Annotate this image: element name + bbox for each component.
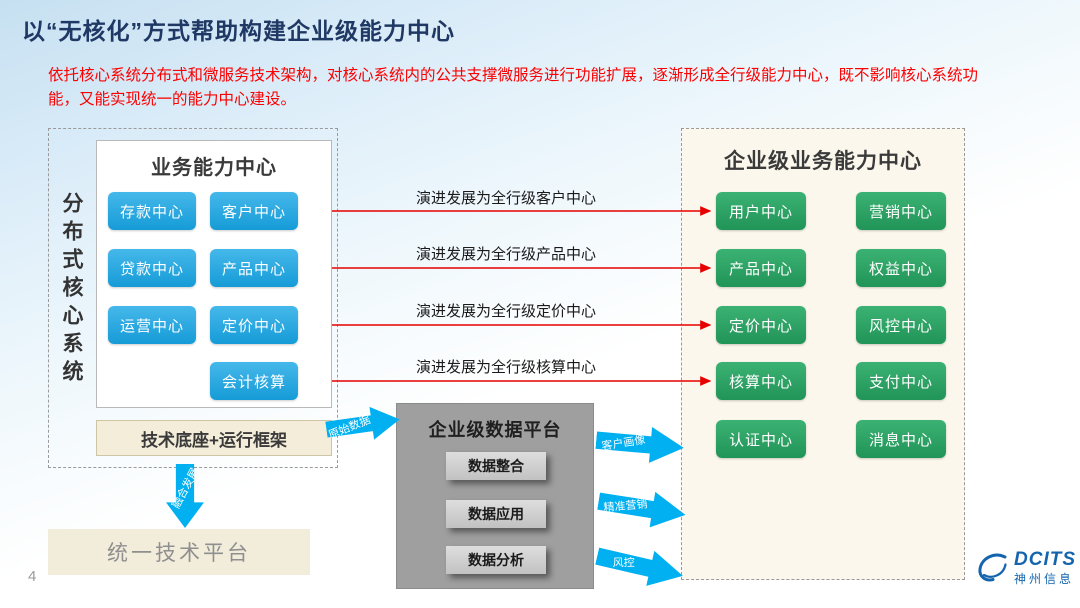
center-pricing: 定价中心 [210, 306, 298, 344]
ent-center-product: 产品中心 [716, 249, 806, 287]
center-operations: 运营中心 [108, 306, 196, 344]
core-system-vertical-label: 分布式核心系统 [60, 192, 83, 388]
risk-control-arrow-label: 风控 [612, 557, 635, 570]
center-customer: 客户中心 [210, 192, 298, 230]
business-center-title: 业务能力中心 [151, 157, 277, 179]
data-analysis-box: 数据分析 [446, 546, 546, 574]
dcits-swoosh-icon [978, 553, 1007, 582]
ent-center-payment: 支付中心 [856, 362, 946, 400]
slide-subtitle: 依托核心系统分布式和微服务技术架构，对核心系统内的公共支撑微服务进行功能扩展，逐… [48, 67, 979, 109]
ent-center-accounting: 核算中心 [716, 362, 806, 400]
center-deposit: 存款中心 [108, 192, 196, 230]
risk-control-arrow: 风控 [593, 539, 687, 594]
fusion-development-arrow: 融合发展 [166, 464, 204, 528]
tech-base-box: 技术底座+运行框架 [96, 420, 332, 456]
logo-company-text: 神州信息 [1014, 571, 1075, 586]
data-application-box: 数据应用 [446, 500, 546, 528]
ent-center-user: 用户中心 [716, 192, 806, 230]
center-loan: 贷款中心 [108, 249, 196, 287]
evolution-label-customer: 演进发展为全行级客户中心 [415, 190, 596, 207]
unified-tech-platform-box: 统一技术平台 [48, 529, 310, 575]
evolution-label-pricing: 演进发展为全行级定价中心 [415, 303, 596, 320]
evolution-label-product: 演进发展为全行级产品中心 [415, 246, 596, 263]
data-platform-title: 企业级数据平台 [428, 420, 562, 440]
ent-center-risk: 风控中心 [856, 306, 946, 344]
ent-center-rights: 权益中心 [856, 249, 946, 287]
center-accounting: 会计核算 [210, 362, 298, 400]
ent-center-pricing: 定价中心 [716, 306, 806, 344]
customer-profile-arrow: 客户画像 [595, 422, 686, 466]
enterprise-panel-title: 企业级业务能力中心 [724, 150, 922, 173]
center-product: 产品中心 [210, 249, 298, 287]
company-logo: DCITS 神州信息 [975, 549, 1076, 586]
data-integration-box: 数据整合 [446, 452, 546, 480]
data-platform-box: 企业级数据平台 [396, 403, 594, 589]
logo-brand-text: DCITS [1014, 549, 1076, 570]
evolution-label-accounting: 演进发展为全行级核算中心 [415, 359, 596, 376]
page-number: 4 [28, 568, 37, 585]
ent-center-marketing: 营销中心 [856, 192, 946, 230]
fusion-development-arrow-label: 融合发展 [170, 466, 202, 511]
precision-marketing-arrow: 精准营销 [596, 483, 689, 532]
ent-center-message: 消息中心 [856, 420, 946, 458]
customer-profile-arrow-label: 客户画像 [600, 434, 647, 453]
page-title: 以“无核化”方式帮助构建企业级能力中心 [22, 18, 455, 44]
ent-center-auth: 认证中心 [716, 420, 806, 458]
precision-marketing-arrow-label: 精准营销 [603, 498, 648, 515]
